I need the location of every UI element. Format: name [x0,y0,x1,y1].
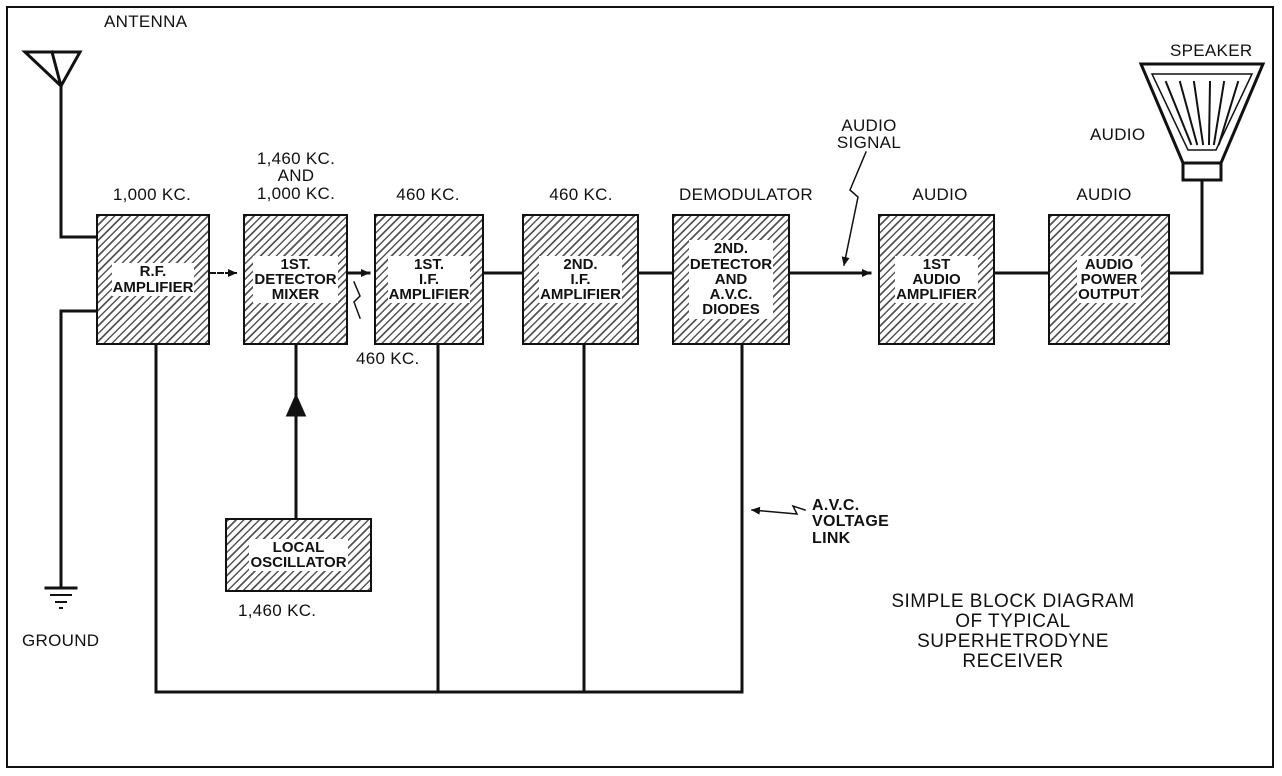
ground-label: GROUND [22,631,100,650]
mixer-output-pointer [353,281,361,319]
demodulator-label: DEMODULATOR [679,185,813,204]
detector-mixer-label: 1ST. DETECTOR MIXER [253,255,338,304]
mixer-output-frequency-label: 460 KC. [356,349,420,368]
audio-power-output-block: AUDIO POWER OUTPUT [1048,214,1170,345]
detector-avc-block: 2ND. DETECTOR AND A.V.C. DIODES [672,214,790,345]
if-amplifier-1-label: 1ST. I.F. AMPLIFIER [387,255,471,304]
if-amplifier-2-block: 2ND. I.F. AMPLIFIER [522,214,639,345]
if1-frequency-label: 460 KC. [396,185,460,204]
audio-signal-label: AUDIO SIGNAL [836,116,902,153]
audio-signal-pointer [841,151,867,266]
oscillator-frequency-label: 1,460 KC. [238,601,317,620]
speaker-icon [1138,62,1266,182]
antenna-icon [21,50,83,89]
detector-avc-label: 2ND. DETECTOR AND A.V.C. DIODES [688,240,774,319]
ground-icon [44,586,78,609]
audio2-stage-label: AUDIO [1076,185,1132,204]
if2-frequency-label: 460 KC. [549,185,613,204]
rf-frequency-label: 1,000 KC. [112,185,192,204]
diagram-border [6,6,1274,768]
avc-voltage-link-label: A.V.C. VOLTAGE LINK [812,497,890,547]
speaker-audio-label: AUDIO [1090,125,1146,144]
mixer-frequency-label: 1,460 KC. AND 1,000 KC. [256,149,336,203]
local-oscillator-block: LOCAL OSCILLATOR [225,518,372,592]
audio-amplifier-1-label: 1ST AUDIO AMPLIFIER [895,255,978,304]
rf-amplifier-block: R.F. AMPLIFIER [96,214,210,345]
output-to-speaker-wire [1168,178,1204,275]
local-oscillator-label: LOCAL OSCILLATOR [249,538,348,572]
audio1-stage-label: AUDIO [912,185,968,204]
detector-mixer-block: 1ST. DETECTOR MIXER [243,214,348,345]
if-amplifier-1-block: 1ST. I.F. AMPLIFIER [374,214,484,345]
if-amplifier-2-label: 2ND. I.F. AMPLIFIER [539,255,622,304]
avc-bus [154,343,744,694]
audio-power-output-label: AUDIO POWER OUTPUT [1077,255,1141,304]
audio-amplifier-1-block: 1ST AUDIO AMPLIFIER [878,214,995,345]
rf-amplifier-label: R.F. AMPLIFIER [111,263,195,296]
avc-pointer [751,504,806,515]
oscillator-arrow-icon [285,393,307,417]
speaker-label: SPEAKER [1170,41,1253,60]
diagram-title: SIMPLE BLOCK DIAGRAM OF TYPICAL SUPERHET… [891,591,1135,672]
antenna-label: ANTENNA [104,12,188,31]
